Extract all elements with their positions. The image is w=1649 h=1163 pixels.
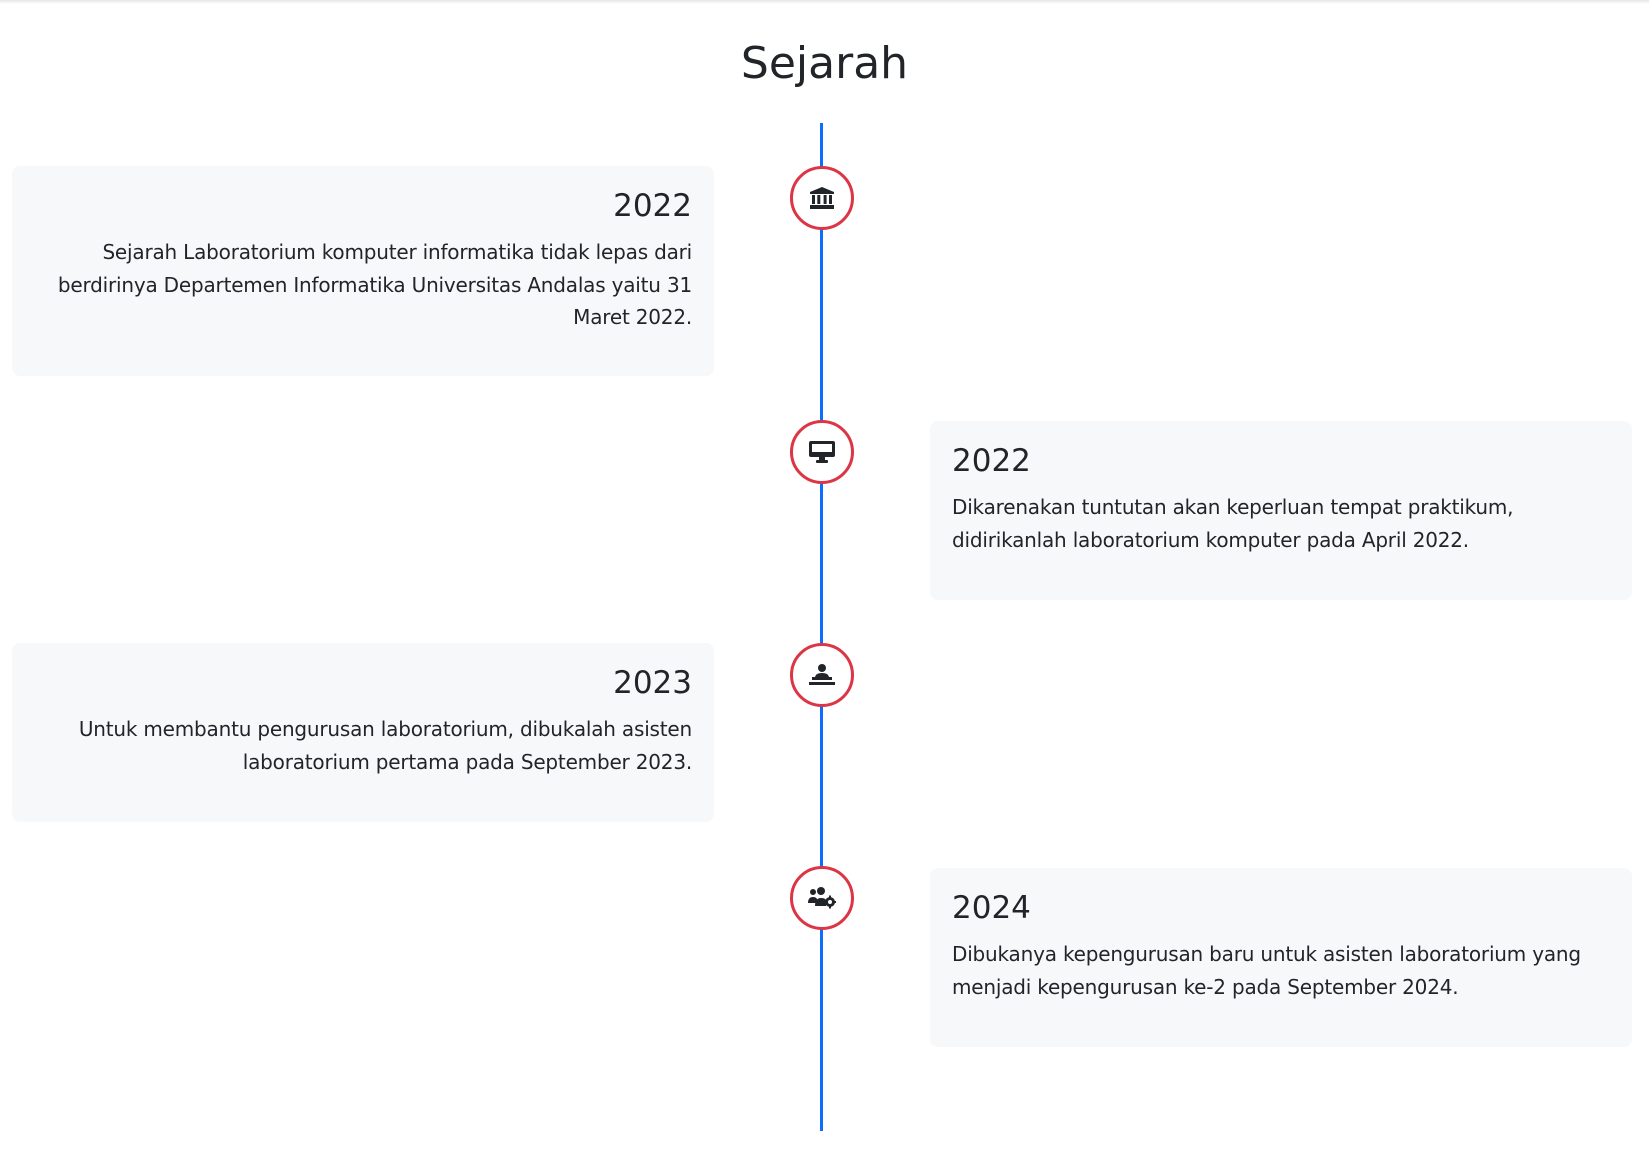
desktop-computer-icon: [809, 441, 835, 463]
timeline-description: Untuk membantu pengurusan laboratorium, …: [78, 717, 692, 774]
page-title: Sejarah: [740, 38, 909, 89]
users-cog-icon: [808, 887, 836, 909]
timeline-description: Sejarah Laboratorium komputer informatik…: [57, 240, 692, 329]
timeline-card-2: 2022 Dikarenakan tuntutan akan keperluan…: [930, 421, 1632, 600]
timeline-marker-4: [790, 866, 854, 930]
timeline-description: Dibukanya kepengurusan baru untuk asiste…: [952, 942, 1581, 999]
timeline-year: 2022: [952, 443, 1031, 479]
timeline-marker-2: [790, 420, 854, 484]
timeline-card-1: 2022 Sejarah Laboratorium komputer infor…: [12, 166, 714, 376]
timeline-description: Dikarenakan tuntutan akan keperluan temp…: [952, 495, 1514, 552]
timeline-marker-3: [790, 643, 854, 707]
university-building-icon: [810, 187, 834, 209]
header-shadow: [0, 0, 1649, 4]
timeline-year: 2022: [613, 188, 692, 224]
timeline-year: 2023: [613, 665, 692, 701]
chalkboard-teacher-icon: [809, 664, 835, 686]
timeline-line: [820, 123, 823, 1131]
timeline-card-3: 2023 Untuk membantu pengurusan laborator…: [12, 643, 714, 822]
timeline-marker-1: [790, 166, 854, 230]
timeline-card-4: 2024 Dibukanya kepengurusan baru untuk a…: [930, 868, 1632, 1047]
timeline-year: 2024: [952, 890, 1031, 926]
